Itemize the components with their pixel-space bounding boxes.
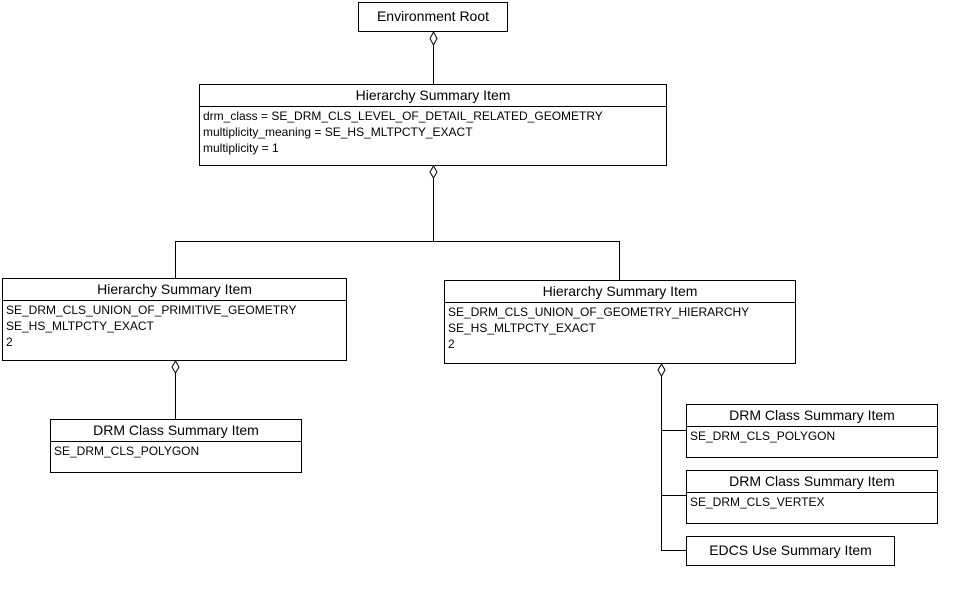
right-drm-polygon-box: DRM Class Summary Item SE_DRM_CLS_POLYGO… xyxy=(686,404,938,458)
left-drm-class-box: DRM Class Summary Item SE_DRM_CLS_POLYGO… xyxy=(50,419,302,473)
right-drm-vertex-title: DRM Class Summary Item xyxy=(687,471,937,493)
edcs-use-title: EDCS Use Summary Item xyxy=(709,542,872,558)
left-hierarchy-title: Hierarchy Summary Item xyxy=(3,279,346,301)
environment-root-box: Environment Root xyxy=(358,2,508,32)
right-drm-vertex-box: DRM Class Summary Item SE_DRM_CLS_VERTEX xyxy=(686,470,938,524)
right-drm-polygon-attr: SE_DRM_CLS_POLYGON xyxy=(690,429,836,443)
right-hierarchy-attr-multiplicity-meaning: SE_HS_MLTPCTY_EXACT xyxy=(448,321,596,335)
right-hierarchy-attr-drm-class: SE_DRM_CLS_UNION_OF_GEOMETRY_HIERARCHY xyxy=(448,305,750,319)
left-drm-class-attr-polygon: SE_DRM_CLS_POLYGON xyxy=(54,444,200,458)
right-drm-vertex-attr: SE_DRM_CLS_VERTEX xyxy=(690,495,825,509)
right-hierarchy-attr-multiplicity: 2 xyxy=(448,337,455,351)
aggregation-diamond-root xyxy=(429,30,438,47)
left-hierarchy-attr-multiplicity-meaning: SE_HS_MLTPCTY_EXACT xyxy=(6,319,154,333)
right-hierarchy-title: Hierarchy Summary Item xyxy=(445,281,795,303)
top-hierarchy-attr-multiplicity: multiplicity = 1 xyxy=(203,141,279,155)
top-hierarchy-attr-multiplicity-meaning: multiplicity_meaning = SE_HS_MLTPCTY_EXA… xyxy=(203,125,473,139)
aggregation-diamond-left xyxy=(171,360,180,374)
edcs-use-box: EDCS Use Summary Item xyxy=(686,536,895,566)
right-drm-polygon-title: DRM Class Summary Item xyxy=(687,405,937,427)
left-hierarchy-attr-drm-class: SE_DRM_CLS_UNION_OF_PRIMITIVE_GEOMETRY xyxy=(6,303,297,317)
left-drm-class-title: DRM Class Summary Item xyxy=(51,420,301,442)
left-hierarchy-box: Hierarchy Summary Item SE_DRM_CLS_UNION_… xyxy=(2,278,347,361)
right-hierarchy-box: Hierarchy Summary Item SE_DRM_CLS_UNION_… xyxy=(444,280,796,364)
top-hierarchy-box: Hierarchy Summary Item drm_class = SE_DR… xyxy=(199,84,667,166)
environment-root-title: Environment Root xyxy=(376,8,490,24)
top-hierarchy-attr-drm-class: drm_class = SE_DRM_CLS_LEVEL_OF_DETAIL_R… xyxy=(203,109,603,123)
aggregation-diamond-top xyxy=(429,165,438,179)
top-hierarchy-title: Hierarchy Summary Item xyxy=(200,85,666,107)
left-hierarchy-attr-multiplicity: 2 xyxy=(6,335,13,349)
aggregation-diamond-right xyxy=(657,363,666,377)
